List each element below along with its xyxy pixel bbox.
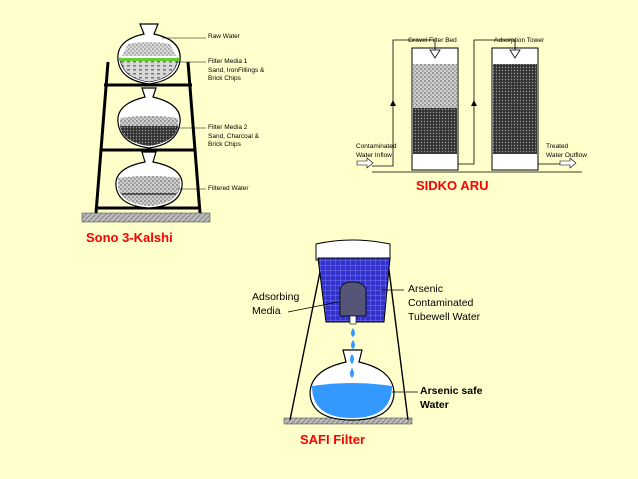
sidko-outflow-line1: Treated: [546, 143, 569, 150]
kalshi-media2-label: Filter Media 2 Sand, Charcoal & Brick Ch…: [208, 124, 259, 150]
kalshi-raw-water-label: Raw Water: [208, 33, 240, 40]
kalshi-stand-leg-left: [94, 61, 110, 214]
sidko-title: SIDKO ARU: [416, 178, 489, 193]
safi-tap: [349, 315, 357, 325]
safe-water: [312, 383, 392, 418]
safi-adsorbing-line2: Media: [252, 305, 281, 317]
kalshi-stand-leg-right: [186, 61, 202, 214]
safi-stand-leg-right: [387, 261, 409, 421]
kalshi-filtered-water-label: Filtered Water: [208, 185, 249, 192]
safi-adsorbing-label: Adsorbing Media: [252, 290, 299, 318]
kalshi-pot-3: [115, 151, 183, 209]
safi-adsorbing-line1: Adsorbing: [252, 291, 300, 303]
sidko-adsorption-tower-label: Adsorption Tower: [494, 37, 545, 44]
sidko-outflow-line2: Water Outflow: [546, 151, 587, 159]
sidko-inflow-line2: Water Inflow: [356, 151, 392, 159]
kalshi-media1-label: Filter Media 1 Sand, IronFillings & Bric…: [208, 58, 264, 84]
sidko-inflow-pipe: [372, 39, 436, 167]
kalshi-media1-line2: Sand, IronFillings &: [208, 66, 265, 74]
safi-stand-leg-left: [289, 261, 323, 421]
kalshi-media1-line3: Brick Chips: [208, 75, 241, 82]
safi-safe-line2: Water: [420, 399, 449, 411]
safi-arsenic-line2: Contaminated: [408, 297, 474, 309]
safi-arsenic-label: Arsenic Contaminated Tubewell Water: [408, 282, 480, 324]
safi-arsenic-line1: Arsenic: [408, 283, 444, 295]
kalshi-media2-line3: Brick Chips: [208, 141, 241, 148]
safi-pointer-adsorbing: [287, 301, 339, 313]
sidko-unit: [356, 39, 582, 173]
water-drop-3: [350, 354, 354, 364]
water-drop-2: [351, 340, 355, 349]
adsorbing-candle: [339, 281, 367, 317]
safi-title: SAFI Filter: [300, 432, 366, 447]
water-drop-1: [351, 328, 355, 337]
kalshi-media2-line1: Filter Media 2: [208, 124, 248, 131]
sidko-up-arrow-1: [390, 100, 396, 106]
sidko-outflow-label: Treated Water Outflow: [546, 143, 587, 160]
sidko-outflow-arrow: [559, 157, 577, 169]
gravel-layer-dark: [413, 108, 457, 154]
kalshi-title: Sono 3-Kalshi: [86, 230, 173, 245]
water-drop-4: [350, 368, 354, 378]
safi-container-lid: [315, 239, 391, 261]
sidko-transfer-pipe: [458, 39, 516, 165]
sidko-up-arrow-2: [471, 100, 477, 106]
kalshi-ground: [81, 212, 211, 223]
kalshi-media2-line2: Sand, Charcoal &: [208, 132, 259, 140]
kalshi-pot-2: [117, 87, 181, 149]
kalshi-filter: [81, 23, 211, 223]
kalshi-media1-line1: Filter Media 1: [208, 58, 248, 65]
gravel-layer-light: [413, 64, 457, 108]
safi-safe-water-label: Arsenic safe Water: [420, 384, 482, 412]
safi-filter: [283, 239, 418, 425]
sidko-inflow-arrow: [356, 157, 374, 169]
sidko-gravel-bed-label: Gravel Filter Bed: [408, 37, 457, 44]
sidko-inflow-line1: Contaminated: [356, 143, 397, 150]
safi-safe-line1: Arsenic safe: [420, 385, 483, 397]
adsorption-media: [493, 64, 537, 154]
safi-arsenic-line3: Tubewell Water: [408, 311, 481, 323]
kalshi-pot-1: [117, 23, 181, 85]
sidko-inflow-label: Contaminated Water Inflow: [356, 143, 396, 160]
